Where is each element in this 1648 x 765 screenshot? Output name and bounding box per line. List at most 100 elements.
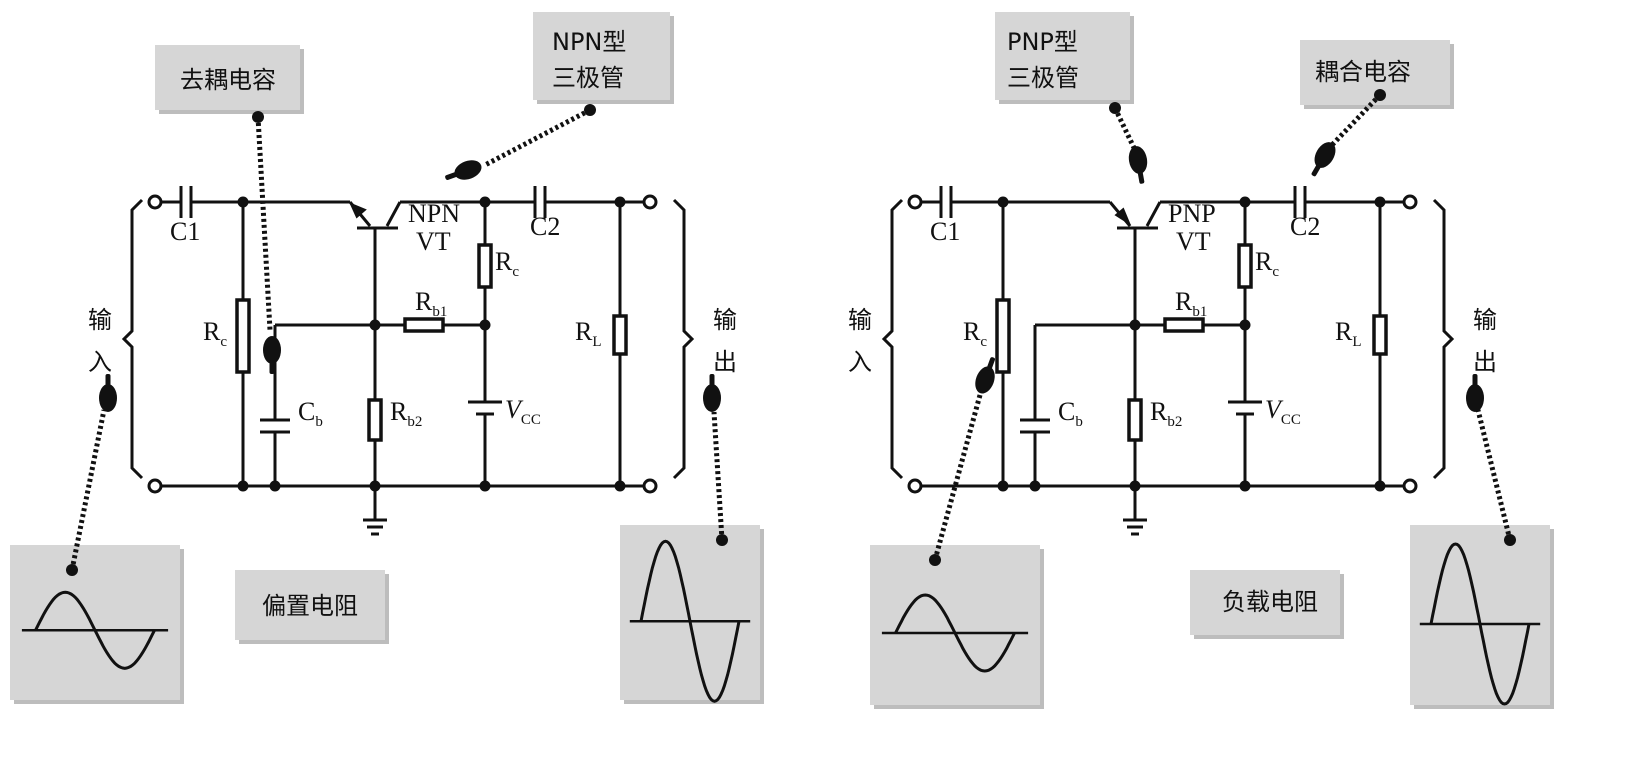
input-waveform	[870, 545, 1044, 709]
resistor-rl	[1372, 314, 1388, 356]
junction-dot	[369, 319, 381, 331]
input-label: 输	[88, 306, 112, 334]
rb2-label: Rb2	[1150, 397, 1182, 430]
input-label: 入	[88, 348, 112, 376]
pointing-hand-icon	[1311, 142, 1336, 177]
pointing-hand-icon	[703, 374, 721, 412]
output-label: 出	[1473, 348, 1497, 376]
junction-dot	[997, 196, 1009, 208]
rb1-label: Rb1	[1175, 287, 1207, 320]
resistor-rb2	[1127, 398, 1143, 442]
junction-dot	[1374, 196, 1386, 208]
rb2-label: Rb2	[390, 397, 422, 430]
resistor-rl	[612, 314, 628, 356]
leader-line	[252, 111, 273, 331]
terminal	[147, 194, 163, 210]
label: 三极管	[552, 64, 624, 92]
pnp-arrow	[1114, 207, 1132, 226]
junction-dot	[1374, 480, 1386, 492]
resistor-re	[995, 298, 1011, 374]
brace	[881, 198, 904, 480]
re-label: Rc	[963, 317, 987, 350]
junction-dot	[614, 196, 626, 208]
junction-dot	[237, 480, 249, 492]
label: NPN型	[552, 28, 626, 56]
pointing-hand-icon	[445, 160, 482, 180]
sine-wave	[894, 593, 1016, 673]
resistor-re	[235, 298, 251, 374]
transistor-type-label: NPN	[408, 199, 460, 228]
rc-label: Rc	[495, 247, 519, 280]
junction-dot	[1239, 319, 1251, 331]
sine-wave	[1429, 542, 1531, 706]
terminal	[147, 478, 163, 494]
resistor-rb1	[403, 317, 445, 333]
callout-decoupling-capacitor: 去耦电容	[155, 45, 304, 114]
pointing-hand-icon	[263, 336, 281, 374]
transistor-name-label: VT	[1176, 227, 1211, 256]
terminal	[907, 478, 923, 494]
junction-dot	[1239, 480, 1251, 492]
pointing-hand-icon	[1466, 374, 1484, 412]
leader-line	[1475, 409, 1516, 546]
c2-label: C2	[530, 212, 560, 241]
terminal	[642, 194, 658, 210]
npn-arrow	[349, 202, 367, 219]
callout-load-resistor: 负载电阻	[1190, 570, 1344, 639]
output-label: 输	[1473, 306, 1497, 334]
terminal	[907, 194, 923, 210]
label: 负载电阻	[1222, 588, 1318, 616]
output-label: 输	[713, 306, 737, 334]
junction-dot	[237, 196, 249, 208]
cb-label: Cb	[1058, 397, 1083, 430]
terminal	[642, 478, 658, 494]
output-label: 出	[713, 348, 737, 376]
junction-dot	[1129, 319, 1141, 331]
c2-label: C2	[1290, 212, 1320, 241]
re-label: Rc	[203, 317, 227, 350]
pointing-hand-icon	[99, 374, 117, 412]
sine-wave	[639, 539, 741, 703]
terminal	[1402, 478, 1418, 494]
label: 偏置电阻	[262, 592, 358, 620]
rc-label: Rc	[1255, 247, 1279, 280]
resistor-rb1	[1163, 317, 1205, 333]
junction-dot	[1239, 196, 1251, 208]
rb1-label: Rb1	[415, 287, 447, 320]
junction-dot	[369, 480, 381, 492]
c1-label: C1	[170, 217, 200, 246]
output-waveform	[620, 525, 764, 704]
resistor-rc	[477, 243, 493, 289]
input-label: 入	[848, 348, 872, 376]
vcc-label: VCC	[505, 395, 541, 428]
leader-line	[1109, 102, 1138, 152]
junction-dot	[479, 319, 491, 331]
junction-dot	[269, 480, 281, 492]
label: 耦合电容	[1315, 58, 1411, 86]
leader-line	[483, 104, 596, 168]
transistor-type-label: PNP	[1168, 199, 1216, 228]
callout-bias-resistor: 偏置电阻	[235, 570, 389, 644]
brace	[672, 198, 695, 480]
resistor-rb2	[367, 398, 383, 442]
leader-line	[711, 411, 728, 546]
input-waveform	[10, 545, 184, 704]
brace	[121, 198, 144, 480]
leader-line	[929, 394, 983, 566]
junction-dot	[479, 196, 491, 208]
cb-label: Cb	[298, 397, 323, 430]
rl-label: RL	[575, 317, 602, 350]
brace	[1432, 198, 1455, 480]
c1-label: C1	[930, 217, 960, 246]
vcc-label: VCC	[1265, 395, 1301, 428]
junction-dot	[997, 480, 1009, 492]
junction-dot	[614, 480, 626, 492]
leader-line	[66, 409, 107, 576]
junction-dot	[1129, 480, 1141, 492]
output-waveform	[1410, 525, 1554, 709]
label: PNP型	[1007, 28, 1078, 56]
